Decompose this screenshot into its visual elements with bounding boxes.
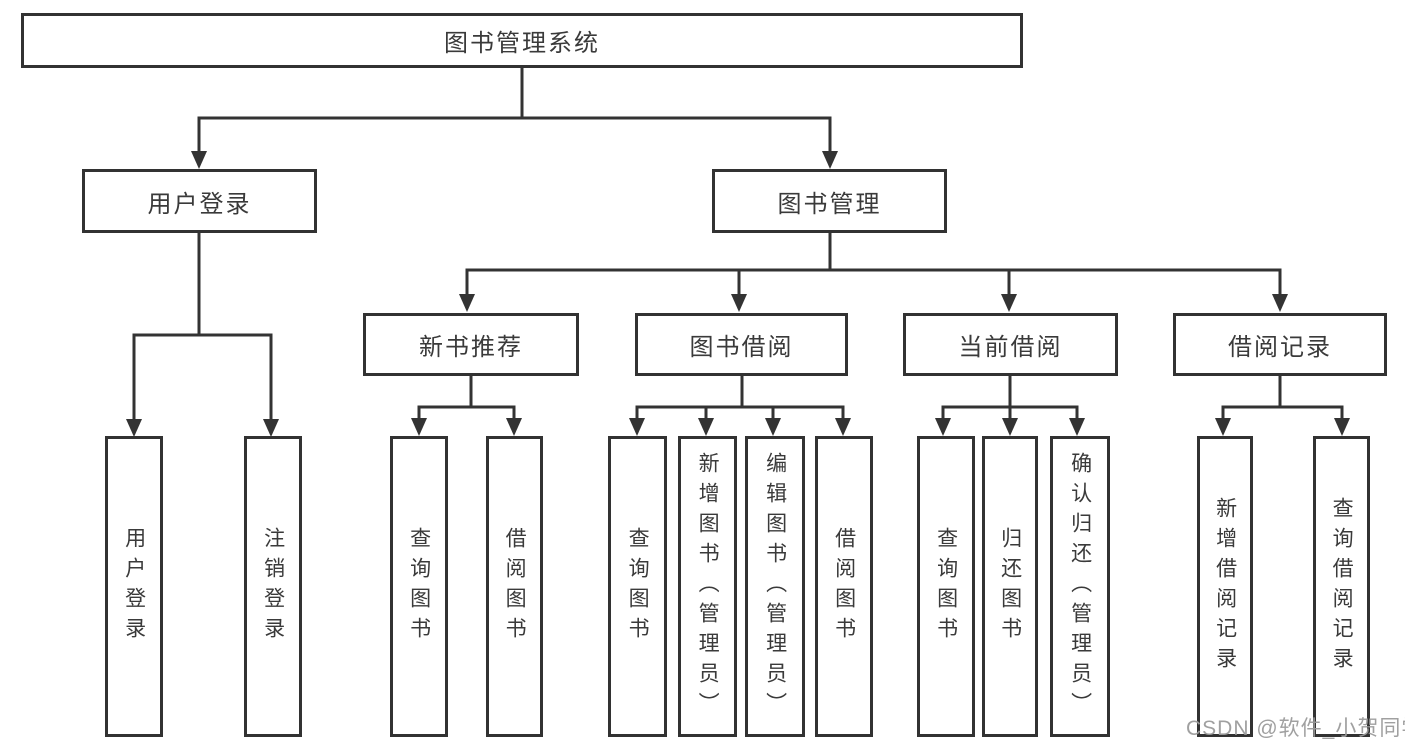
node-user-login: 用户登录 [82,169,317,233]
node-library-management-system-label: 图书管理系统 [444,30,600,57]
leaf-borrowing-borrow-books: 借阅图书 [815,436,873,737]
leaf-current-query-books-label: 查询图书 [934,526,958,647]
node-borrow-records: 借阅记录 [1173,313,1387,376]
leaf-recommend-borrow-books: 借阅图书 [486,436,543,737]
leaf-recommend-borrow-books-label: 借阅图书 [503,526,527,647]
node-current-borrowing-label: 当前借阅 [958,334,1063,361]
leaf-confirm-return-admin-label: 确认归还（管理员） [1068,451,1092,722]
node-borrow-records-label: 借阅记录 [1228,334,1332,361]
leaf-user-login: 用户登录 [105,436,163,737]
leaf-borrowing-query-books-label: 查询图书 [626,526,650,647]
leaf-query-borrow-record: 查询借阅记录 [1313,436,1370,737]
node-new-book-recommend-label: 新书推荐 [419,334,523,361]
leaf-recommend-query-books: 查询图书 [390,436,448,737]
node-current-borrowing: 当前借阅 [903,313,1118,376]
leaf-query-borrow-record-label: 查询借阅记录 [1330,496,1354,677]
leaf-edit-book-admin: 编辑图书（管理员） [745,436,805,737]
leaf-user-login-label: 用户登录 [122,526,146,647]
leaf-current-query-books: 查询图书 [917,436,975,737]
leaf-return-books: 归还图书 [982,436,1038,737]
node-book-management-label: 图书管理 [777,190,882,218]
leaf-recommend-query-books-label: 查询图书 [407,526,431,647]
node-user-login-label: 用户登录 [147,190,252,218]
leaf-logout: 注销登录 [244,436,302,737]
leaf-add-borrow-record-label: 新增借阅记录 [1213,496,1237,677]
leaf-logout-label: 注销登录 [261,526,285,647]
node-library-management-system: 图书管理系统 [21,13,1023,68]
csdn-watermark: CSDN @软件_小贺同学 [1186,717,1405,740]
node-new-book-recommend: 新书推荐 [363,313,579,376]
leaf-add-borrow-record: 新增借阅记录 [1197,436,1253,737]
node-book-borrowing: 图书借阅 [635,313,848,376]
leaf-borrowing-borrow-books-label: 借阅图书 [832,526,856,647]
leaf-confirm-return-admin: 确认归还（管理员） [1050,436,1110,737]
leaf-add-book-admin-label: 新增图书（管理员） [696,451,720,722]
leaf-edit-book-admin-label: 编辑图书（管理员） [763,451,787,722]
leaf-return-books-label: 归还图书 [998,526,1022,647]
node-book-management: 图书管理 [712,169,947,233]
leaf-borrowing-query-books: 查询图书 [608,436,667,737]
leaf-add-book-admin: 新增图书（管理员） [678,436,737,737]
node-book-borrowing-label: 图书借阅 [689,334,794,361]
